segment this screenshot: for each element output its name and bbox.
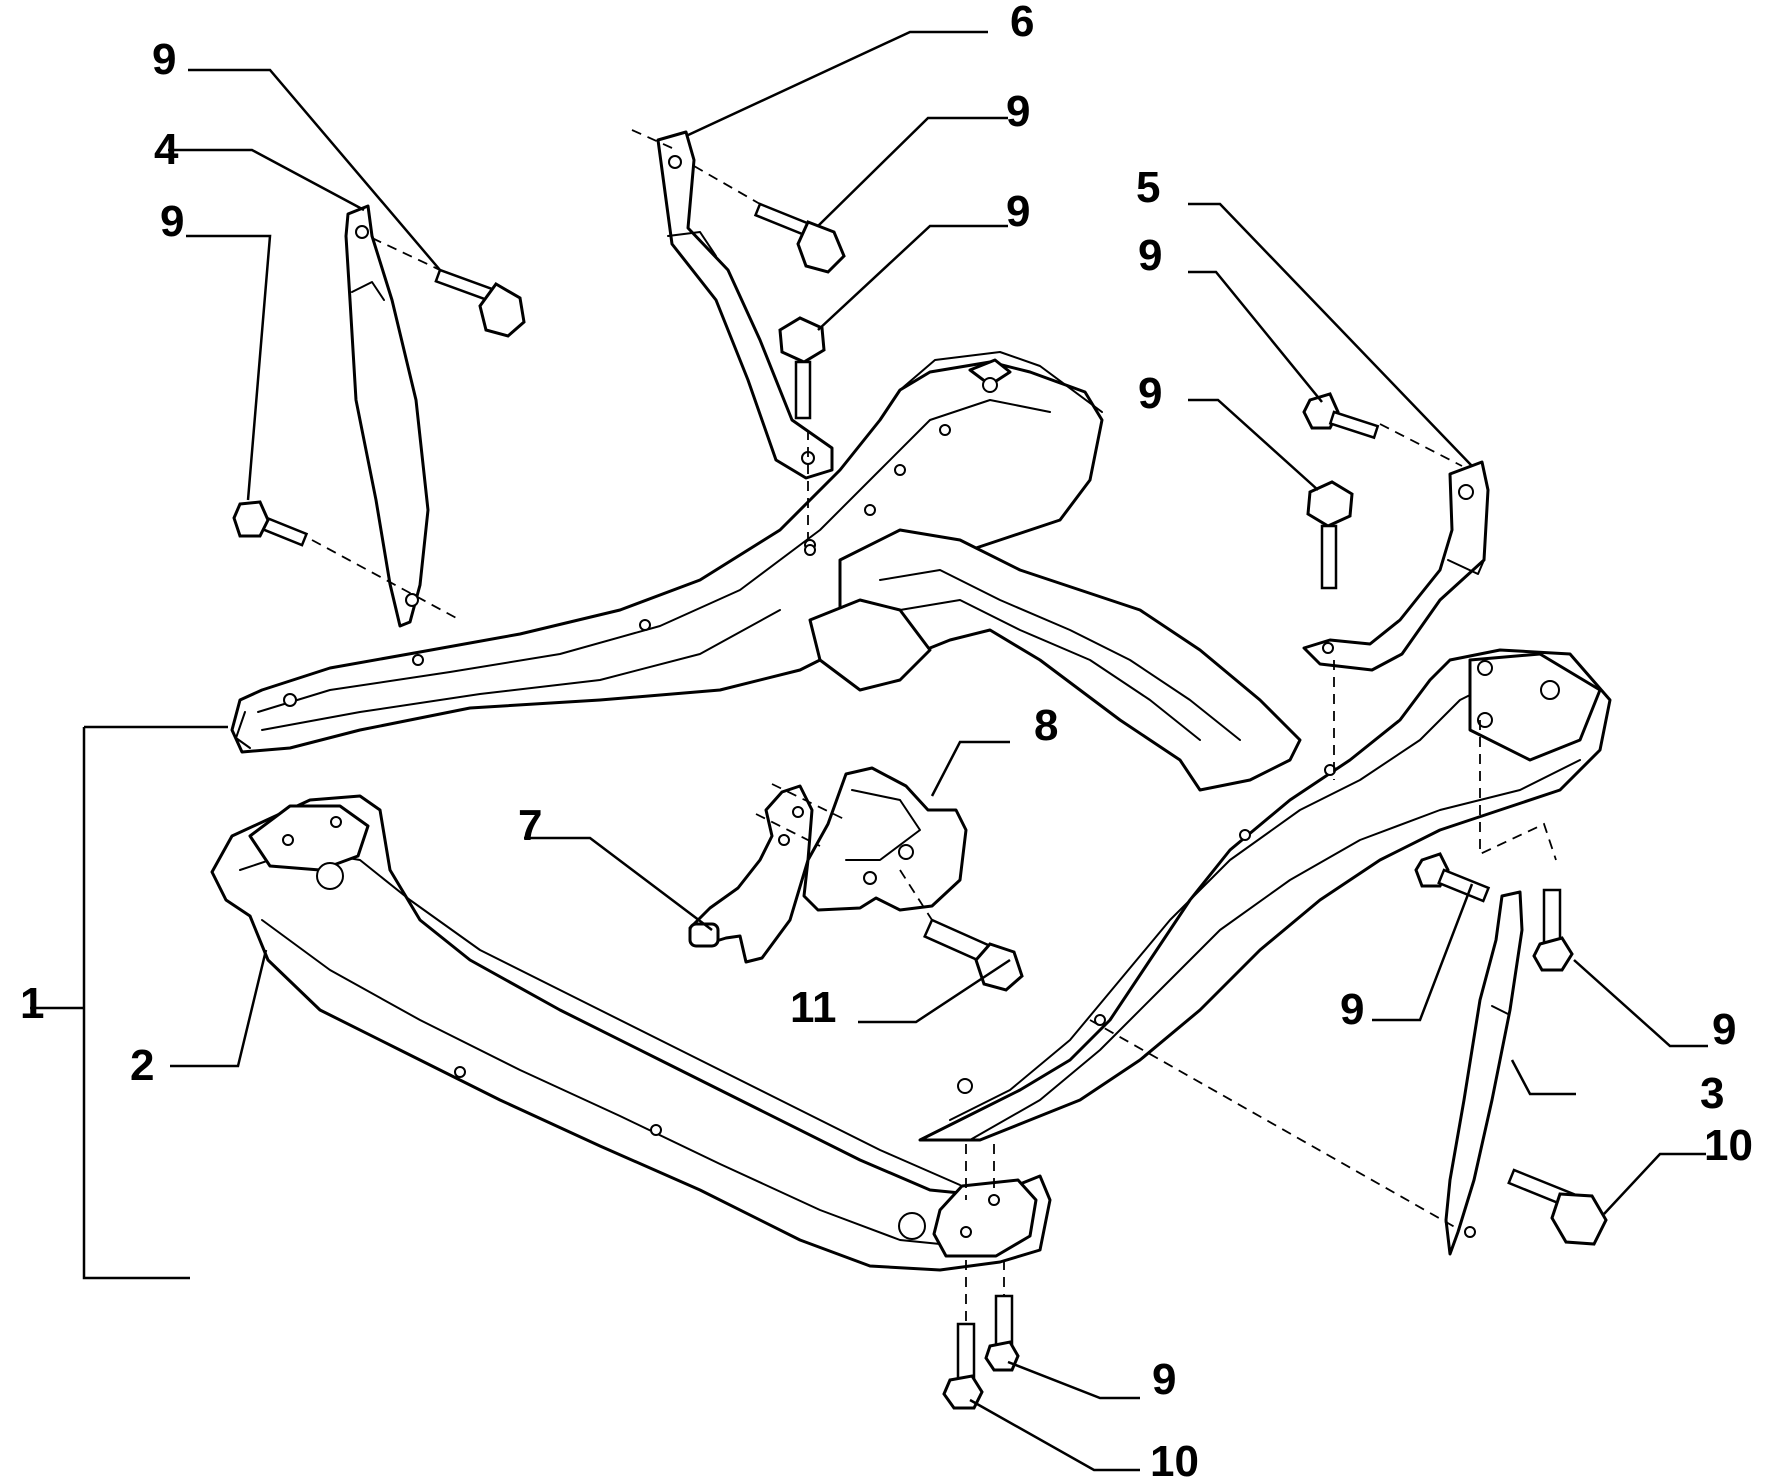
bolt-10: [942, 1322, 984, 1410]
callout-9: 9: [1712, 1005, 1736, 1054]
leader-lines: [30, 30, 1708, 1472]
bolt-9: [434, 268, 526, 338]
callout-9: 9: [1006, 187, 1030, 236]
callout-11: 11: [790, 983, 837, 1032]
callout-4: 4: [154, 125, 179, 174]
brace-bracket-4: [344, 204, 430, 628]
callout-1: 1: [20, 979, 44, 1028]
mount-bracket-7: [688, 784, 814, 964]
callout-9: 9: [1152, 1355, 1176, 1404]
bolt-9: [778, 316, 826, 420]
bolt-10: [1507, 1168, 1608, 1246]
callout-7: 7: [518, 801, 542, 850]
bolt-9: [232, 500, 309, 547]
bolt-11: [923, 918, 1024, 992]
callout-5: 5: [1136, 163, 1160, 212]
bolt-9: [984, 1294, 1020, 1372]
callout-10: 10: [1704, 1121, 1753, 1170]
bolt-9: [1414, 852, 1491, 903]
brace-bracket-6: [656, 130, 834, 480]
brace-bracket-5: [1302, 460, 1490, 672]
subframe: [230, 351, 1612, 1142]
callout-9: 9: [152, 35, 176, 84]
callout-6: 6: [1010, 0, 1034, 46]
bolt-9: [1306, 480, 1354, 590]
callout-2: 2: [130, 1041, 154, 1090]
callout-9: 9: [160, 197, 184, 246]
callout-9: 9: [1340, 985, 1364, 1034]
callout-9: 9: [1006, 87, 1030, 136]
brace-bracket-3: [1444, 890, 1524, 1256]
callout-10: 10: [1150, 1437, 1199, 1479]
bolt-9: [1302, 392, 1380, 440]
callout-9: 9: [1138, 369, 1162, 418]
engine-mount-8: [802, 766, 968, 912]
callout-9: 9: [1138, 231, 1162, 280]
bolt-9: [1532, 888, 1574, 972]
callout-8: 8: [1034, 701, 1058, 750]
callout-3: 3: [1700, 1069, 1724, 1118]
lower-cross-beam: [210, 794, 1052, 1272]
bolt-9: [753, 202, 846, 274]
